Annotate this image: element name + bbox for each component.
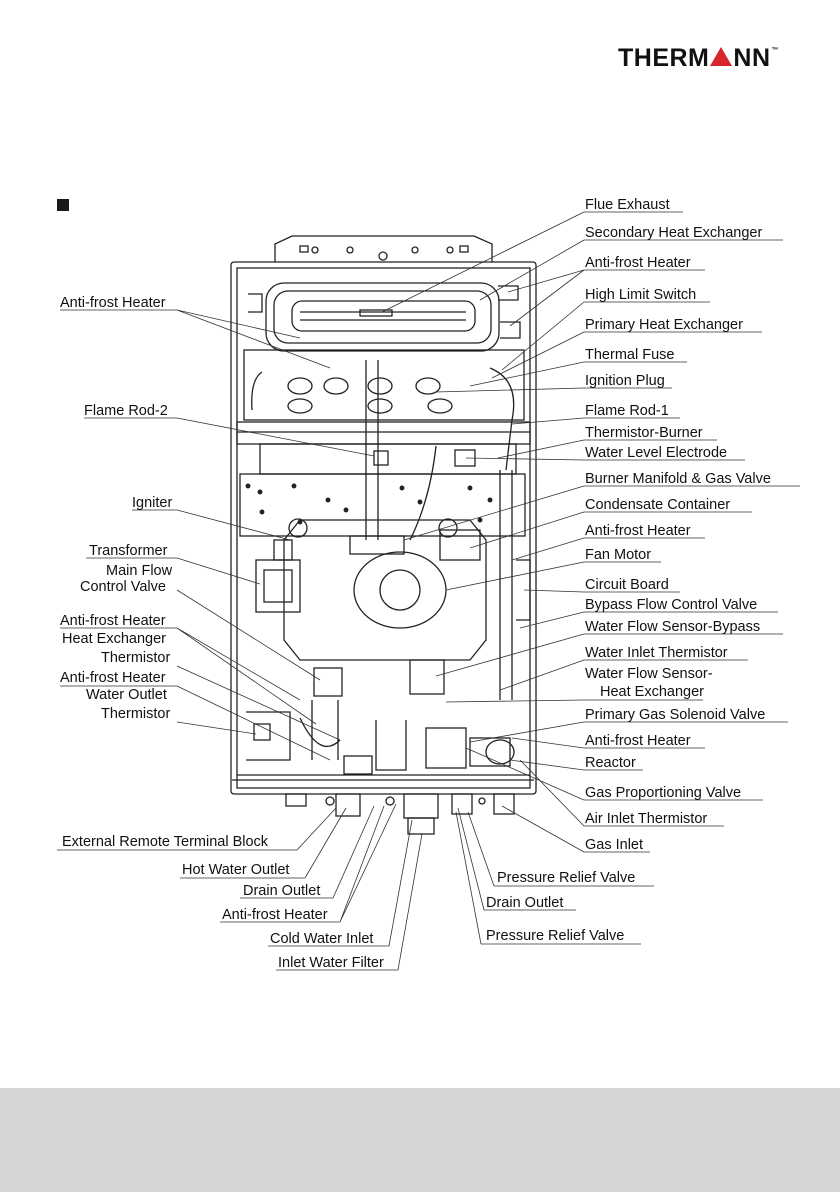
- label-water-inlet-thermistor: Water Inlet Thermistor: [585, 645, 728, 661]
- unit-drawing: [230, 235, 537, 835]
- left-labels: Anti-frost Heater Flame Rod-2 Igniter Tr…: [60, 295, 173, 722]
- label-water-level-electrode: Water Level Electrode: [585, 445, 727, 461]
- label-bypass-flow-control-valve: Bypass Flow Control Valve: [585, 597, 757, 613]
- label-anti-frost-heater-l1: Anti-frost Heater: [60, 295, 166, 311]
- label-anti-frost-heater-r1: Anti-frost Heater: [585, 255, 691, 271]
- label-external-remote-terminal-block: External Remote Terminal Block: [62, 834, 269, 850]
- label-fan-motor: Fan Motor: [585, 547, 651, 563]
- label-water-flow-sensor-hx-line2: Heat Exchanger: [600, 684, 704, 700]
- label-air-inlet-thermistor: Air Inlet Thermistor: [585, 811, 707, 827]
- right-labels: Flue Exhaust Secondary Heat Exchanger An…: [585, 197, 771, 853]
- label-anti-frost-heater-r2: Anti-frost Heater: [585, 523, 691, 539]
- label-thermistor-burner: Thermistor-Burner: [585, 425, 703, 441]
- label-anti-frost-heater-r3: Anti-frost Heater: [585, 733, 691, 749]
- section-bullet-icon: [57, 199, 69, 211]
- label-ignition-plug: Ignition Plug: [585, 373, 665, 389]
- label-hx-thermistor-line1: Heat Exchanger: [62, 631, 166, 647]
- label-flame-rod-1: Flame Rod-1: [585, 403, 669, 419]
- label-transformer: Transformer: [89, 543, 168, 559]
- label-inlet-water-filter: Inlet Water Filter: [278, 955, 384, 971]
- footer-band: [0, 1088, 840, 1192]
- label-water-outlet-thermistor-line2: Thermistor: [101, 706, 170, 722]
- label-anti-frost-heater-l2: Anti-frost Heater: [60, 613, 166, 629]
- label-pressure-relief-valve-2: Pressure Relief Valve: [486, 928, 624, 944]
- label-gas-inlet: Gas Inlet: [585, 837, 643, 853]
- leader-lines: [57, 211, 800, 971]
- label-secondary-heat-exchanger: Secondary Heat Exchanger: [585, 225, 762, 241]
- label-thermal-fuse: Thermal Fuse: [585, 347, 674, 363]
- label-flame-rod-2: Flame Rod-2: [84, 403, 168, 419]
- label-water-outlet-thermistor-line1: Water Outlet: [86, 687, 167, 703]
- label-pressure-relief-valve-1: Pressure Relief Valve: [497, 870, 635, 886]
- label-primary-gas-solenoid-valve: Primary Gas Solenoid Valve: [585, 707, 765, 723]
- label-drain-outlet-right: Drain Outlet: [486, 895, 563, 911]
- label-water-flow-sensor-bypass: Water Flow Sensor-Bypass: [585, 619, 760, 635]
- label-flue-exhaust: Flue Exhaust: [585, 197, 670, 213]
- label-hot-water-outlet: Hot Water Outlet: [182, 862, 289, 878]
- label-condensate-container: Condensate Container: [585, 497, 730, 513]
- label-cold-water-inlet: Cold Water Inlet: [270, 931, 373, 947]
- label-circuit-board: Circuit Board: [585, 577, 669, 593]
- label-primary-heat-exchanger: Primary Heat Exchanger: [585, 317, 743, 333]
- label-igniter: Igniter: [132, 495, 172, 511]
- label-burner-manifold-gas-valve: Burner Manifold & Gas Valve: [585, 471, 771, 487]
- label-drain-outlet-left: Drain Outlet: [243, 883, 320, 899]
- label-water-flow-sensor-hx-line1: Water Flow Sensor-: [585, 666, 713, 682]
- label-hx-thermistor-line2: Thermistor: [101, 650, 170, 666]
- logo-triangle-icon: [710, 47, 733, 66]
- label-high-limit-switch: High Limit Switch: [585, 287, 696, 303]
- label-main-flow-line2: Control Valve: [80, 579, 166, 595]
- label-anti-frost-heater-bottom: Anti-frost Heater: [222, 907, 328, 923]
- label-anti-frost-heater-l3: Anti-frost Heater: [60, 670, 166, 686]
- bottom-labels: External Remote Terminal Block Hot Water…: [62, 834, 635, 971]
- label-main-flow-line1: Main Flow: [106, 563, 173, 579]
- label-reactor: Reactor: [585, 755, 636, 771]
- label-gas-proportioning-valve: Gas Proportioning Valve: [585, 785, 741, 801]
